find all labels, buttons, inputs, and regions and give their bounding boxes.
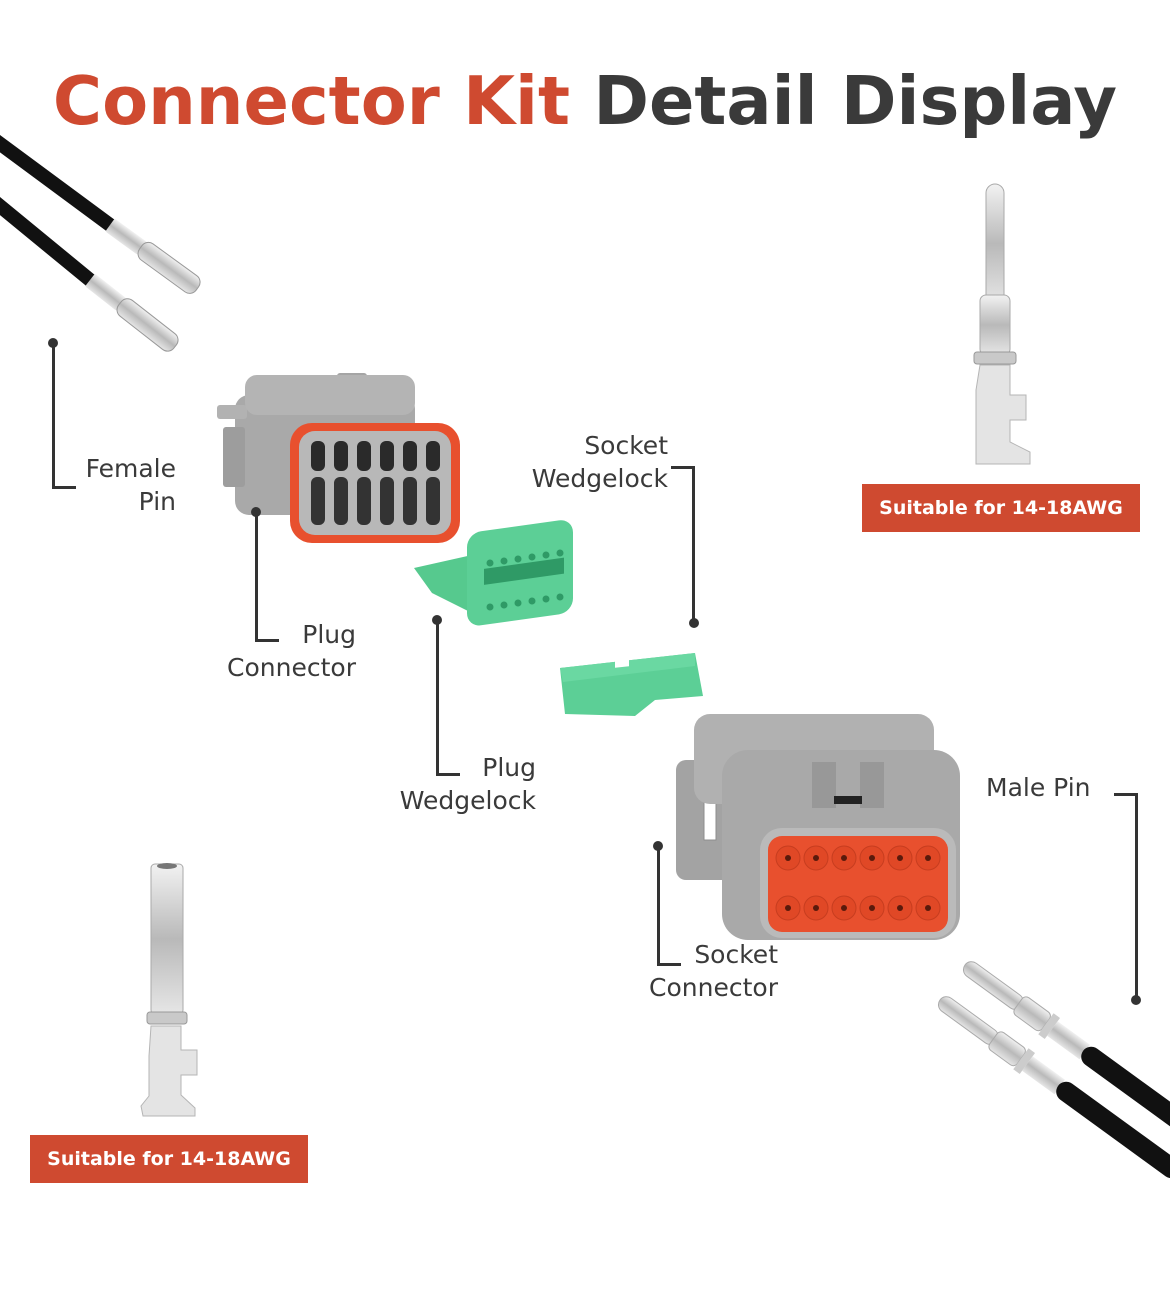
male-pin-image — [973, 183, 1031, 465]
plug-cavity-top — [380, 441, 394, 471]
page-title: Connector Kit Detail Display — [0, 62, 1170, 140]
socket-wedgelock-leader-dot — [689, 618, 699, 628]
plug-cavity-top — [403, 441, 417, 471]
title-rest: Detail Display — [593, 62, 1118, 140]
plug-connector-label-line2: Connector — [227, 653, 356, 682]
male-pin-leader-line — [1135, 793, 1138, 999]
plug-cavity-bottom — [334, 477, 348, 525]
plug-cavity-bottom — [426, 477, 440, 525]
socket-cavity-hole — [897, 905, 903, 911]
socket-cavity-hole — [869, 905, 875, 911]
wire-2 — [0, 197, 179, 352]
wedgelock-hole — [556, 549, 564, 557]
socket-wedgelock-label: Socket Wedgelock — [500, 429, 668, 495]
socket-cavity-hole — [785, 855, 791, 861]
socket-cavity-hole — [841, 855, 847, 861]
socket-wedgelock-label-line1: Socket — [584, 431, 668, 460]
male-wire-2 — [937, 996, 1170, 1179]
wedgelock-hole — [528, 553, 536, 561]
plug-wedgelock-label-line2: Wedgelock — [399, 786, 536, 815]
female-pin-label-line2: Pin — [138, 487, 176, 516]
male-wire-1 — [962, 961, 1170, 1144]
plug-cavity-bottom — [380, 477, 394, 525]
female-pin-leader-line — [52, 343, 55, 489]
male-pin-label: Male Pin — [986, 773, 1091, 802]
plug-connector-leader-elbow — [255, 639, 279, 642]
plug-connector-leader-line — [255, 512, 258, 642]
female-pin-awg-badge: Suitable for 14-18AWG — [30, 1135, 308, 1183]
wedgelock-hole — [500, 601, 508, 609]
socket-connector-label: Socket Connector — [620, 938, 778, 1004]
socket-cavity-hole — [925, 855, 931, 861]
female-pin-leader-elbow — [52, 486, 76, 489]
wedgelock-hole — [486, 603, 494, 611]
socket-cavity-hole — [869, 855, 875, 861]
socket-cavity-hole — [925, 905, 931, 911]
wedgelock-hole — [542, 551, 550, 559]
plug-cavity-top — [426, 441, 440, 471]
socket-connector-leader-elbow — [657, 963, 681, 966]
plug-connector-image — [217, 373, 460, 543]
plug-connector-label: Plug Connector — [200, 618, 356, 684]
female-pin-wires-image — [0, 134, 201, 352]
wedgelock-hole — [514, 599, 522, 607]
male-pin-leader-dot — [1131, 995, 1141, 1005]
wedgelock-hole — [556, 593, 564, 601]
male-pin-leader-elbow — [1114, 793, 1138, 796]
socket-cavity-hole — [785, 905, 791, 911]
female-pin-image — [140, 863, 198, 1117]
male-pin-awg-badge: Suitable for 14-18AWG — [862, 484, 1140, 532]
plug-cavity-top — [357, 441, 371, 471]
plug-cavity-bottom — [403, 477, 417, 525]
plug-wedgelock-leader-line — [436, 620, 439, 776]
socket-connector-leader-line — [657, 846, 660, 966]
wedgelock-hole — [486, 559, 494, 567]
socket-connector-image — [676, 714, 960, 940]
wedgelock-hole — [500, 557, 508, 565]
socket-wedgelock-leader-elbow — [671, 466, 695, 469]
male-pin-wires-image — [937, 961, 1170, 1179]
wedgelock-hole — [514, 555, 522, 563]
socket-connector-label-line1: Socket — [694, 940, 778, 969]
socket-connector-label-line2: Connector — [649, 973, 778, 1002]
wedgelock-hole — [542, 595, 550, 603]
plug-wedgelock-label-line1: Plug — [482, 753, 536, 782]
plug-wedgelock-label: Plug Wedgelock — [370, 751, 536, 817]
socket-wedgelock-leader-line — [692, 466, 695, 621]
socket-cavity-hole — [897, 855, 903, 861]
plug-cavity-bottom — [357, 477, 371, 525]
wire-1 — [0, 134, 201, 294]
title-accent: Connector Kit — [52, 62, 570, 140]
plug-cavity-top — [311, 441, 325, 471]
female-pin-label: Female Pin — [70, 452, 176, 518]
socket-cavity-hole — [813, 905, 819, 911]
socket-cavity-hole — [841, 905, 847, 911]
socket-wedgelock-label-line2: Wedgelock — [531, 464, 668, 493]
plug-cavity-bottom — [311, 477, 325, 525]
socket-wedgelock-image — [560, 653, 703, 716]
wedgelock-hole — [528, 597, 536, 605]
plug-connector-label-line1: Plug — [302, 620, 356, 649]
female-pin-label-line1: Female — [85, 454, 176, 483]
plug-cavity-top — [334, 441, 348, 471]
plug-wedgelock-leader-elbow — [436, 773, 460, 776]
socket-cavity-hole — [813, 855, 819, 861]
plug-wedgelock-image — [414, 520, 573, 626]
